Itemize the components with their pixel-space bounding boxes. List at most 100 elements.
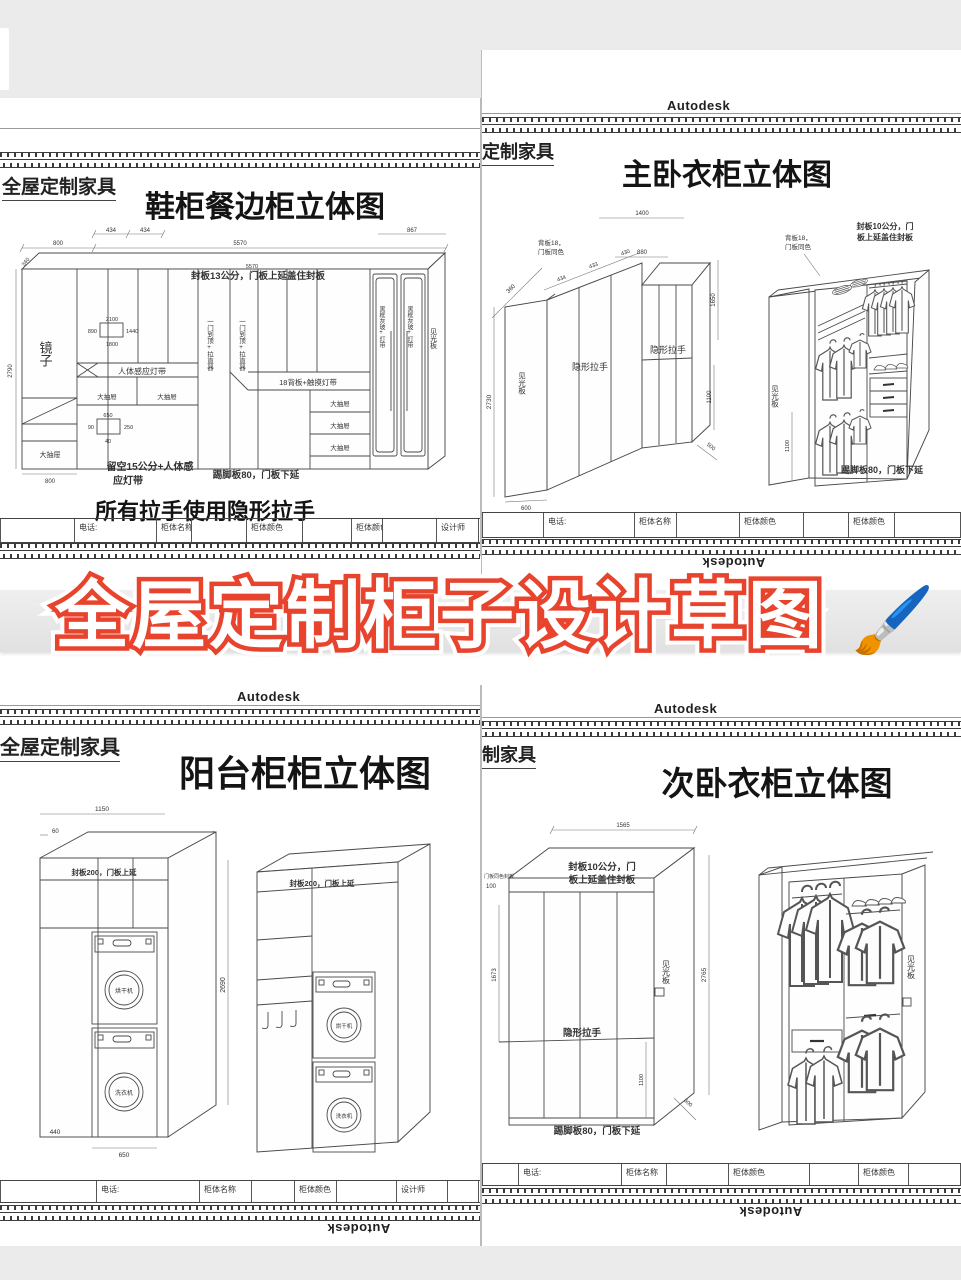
sheet-edge-line	[482, 113, 961, 114]
note-gap-line1: 留空15公分+人体感	[107, 460, 194, 473]
wardrobe-closed-iso: 1565 封板10公分，门 板上延盖住封板 门板同色封板 100 1673 隐形…	[484, 823, 710, 1137]
cabinet-divisions	[76, 269, 371, 469]
title-block-cell	[677, 513, 740, 537]
open-wardrobe-iso: 背板18， 门板同色 封板10公分，门 板上延盖住封板 见光板 1100 踢脚板…	[768, 221, 930, 487]
hidden-handle-label: 隐形拉手	[572, 361, 608, 372]
seal-board-note: 封板10公分，门	[568, 861, 636, 873]
glass-doors: 黑框灰玻+灯带 黑框灰玻+灯带	[372, 273, 426, 457]
gloss-panel-label: 见光板	[907, 955, 916, 980]
brand-title-cut: 定制家具	[482, 138, 554, 166]
title-block-cell	[810, 1164, 859, 1185]
dimension-lines: 800 5570 434 434 867 340 2790	[8, 228, 449, 469]
dim-1650: 1650	[711, 293, 717, 307]
greek-key-border	[0, 709, 480, 725]
greek-key-border	[482, 117, 961, 133]
dim-1440: 1440	[126, 329, 138, 335]
phone-cell: 电话:	[519, 1164, 622, 1185]
back-panel-note: 背板18，	[538, 238, 565, 247]
title-block-cell	[482, 1164, 519, 1185]
drawing-secondary-wardrobe: 1565 封板10公分，门 板上延盖住封板 门板同色封板 100 1673 隐形…	[484, 823, 934, 1137]
cabinet-color-cell: 柜体颜色	[247, 519, 303, 542]
dim-2100: 2100	[106, 317, 118, 323]
l-wardrobe-iso: 2730 360 隐形拉手 隐形拉手 见光板 434 433	[486, 211, 719, 512]
title-block-cell	[804, 513, 849, 537]
back-strip-label: 18背板+触摸灯带	[279, 377, 337, 387]
glass-door-label: 黑框灰玻+灯带	[406, 306, 413, 349]
dim-430: 430	[620, 249, 631, 258]
autodesk-logo-flipped: Autodesk	[327, 1221, 391, 1236]
title-block-cell	[252, 1181, 295, 1202]
banner-band	[0, 590, 961, 652]
title-block-cell	[192, 519, 247, 542]
cabinet-color-cell: 柜体颜色	[729, 1164, 810, 1185]
drawer-label: 大抽屉	[157, 392, 177, 401]
cabinet-color-cell: 柜体颜色	[859, 1164, 909, 1185]
sheet-title: 鞋柜餐边柜立体图	[145, 191, 385, 224]
greek-key-border	[482, 539, 961, 555]
banner-text-fill: 全屋定制柜子设计草图	[55, 574, 825, 657]
gloss-panel-label: 见光板	[430, 328, 438, 350]
note-gap-line2: 应灯带	[113, 474, 143, 487]
photo-margin-bottom	[0, 1246, 961, 1280]
dim-500: 500	[705, 442, 716, 452]
banner-text: 全屋定制柜子设计草图 全屋定制柜子设计草图 全屋定制柜子设计草图	[0, 552, 880, 682]
dim-800: 800	[53, 241, 64, 247]
banner: 全屋定制柜子设计草图 全屋定制柜子设计草图 全屋定制柜子设计草图 🖌️	[0, 552, 961, 692]
dim-1100: 1100	[707, 390, 713, 404]
dim-650: 650	[103, 413, 112, 419]
cabinet-name-cell: 柜体名称	[622, 1164, 667, 1185]
dim-434: 434	[556, 275, 567, 284]
mirror-column: 镜子 大抽屉 800	[21, 341, 78, 485]
handles-note: 所有拉手使用隐形拉手	[95, 499, 316, 524]
inner-dim-cluster-upper: 2100 890 1440 1800	[88, 317, 138, 348]
greek-key-border	[0, 543, 480, 559]
drawer-handle	[882, 396, 895, 399]
seal-note: 封板200，门板上延	[71, 867, 137, 877]
dim-890: 890	[88, 329, 97, 335]
photo-margin-top-left	[0, 0, 482, 98]
drawer-label: 大抽屉	[97, 392, 117, 401]
title-block-cell	[448, 1181, 479, 1202]
mirror-label: 镜子	[38, 341, 53, 367]
dim-100: 100	[486, 884, 497, 890]
kickboard-note: 踢脚板80，门板下延	[213, 469, 300, 481]
sheet-master-wardrobe: Autodesk 定制家具 主卧衣柜立体图 2730 360	[481, 50, 961, 575]
note-seal-board: 封板13公分，门板上延盖住封板	[191, 270, 326, 282]
title-block-cell	[0, 1181, 97, 1202]
glass-door-label: 黑框灰玻+灯带	[378, 306, 385, 349]
gloss-panel-label: 见光板	[770, 385, 779, 409]
greek-key-border	[0, 152, 480, 168]
dim-2690: 2690	[220, 977, 227, 993]
cabinet-name-cell: 柜体名称	[157, 519, 192, 542]
door-top-label: 一门到顶+拉直器	[238, 318, 246, 372]
hidden-handle-label: 隐形拉手	[563, 1027, 602, 1039]
banner-text-outline: 全屋定制柜子设计草图	[51, 570, 827, 662]
washer-label: 洗衣机	[115, 1089, 133, 1097]
sheet-edge-line	[0, 128, 480, 129]
sheet-edge-line	[0, 705, 480, 706]
back-panel-note: 门板同色	[785, 242, 812, 251]
drawer-label: 大抽屉	[40, 450, 61, 459]
drawer-row: 大抽屉 大抽屉	[77, 377, 198, 406]
dim-600: 600	[682, 1098, 693, 1109]
phone-cell: 电话:	[75, 519, 157, 542]
back-panel-note: 背板18，	[785, 233, 812, 242]
dim-1100: 1100	[639, 1074, 645, 1086]
dim-5570: 5570	[233, 241, 247, 247]
dim-340: 340	[21, 257, 31, 268]
title-block-cell	[482, 513, 544, 537]
drawer-handle	[882, 409, 895, 412]
seal-board-note: 板上延盖住封板	[857, 232, 914, 242]
seal-note: 封板200，门板上延	[289, 878, 355, 888]
title-block-cell	[667, 1164, 729, 1185]
wardrobe-open-iso: 见光板	[758, 851, 934, 1131]
drawing-master-wardrobe: 2730 360 隐形拉手 隐形拉手 见光板 434 433	[486, 211, 930, 512]
balcony-iso: 封板200，门板上延 烘干机 洗衣机	[256, 843, 431, 1153]
inner-dim-cluster-lower: 650 90 250 40	[88, 413, 133, 445]
title-block: 电话: 柜体名称 柜体颜色 柜体颜色 设计师	[0, 518, 480, 543]
greek-key-border	[482, 721, 961, 737]
title-block: 电话: 柜体名称 柜体颜色 柜体颜色	[482, 1163, 961, 1186]
sensor-strip-label: 人体感应灯带	[118, 366, 166, 376]
paintbrush-icon: 🖌️	[852, 583, 935, 657]
